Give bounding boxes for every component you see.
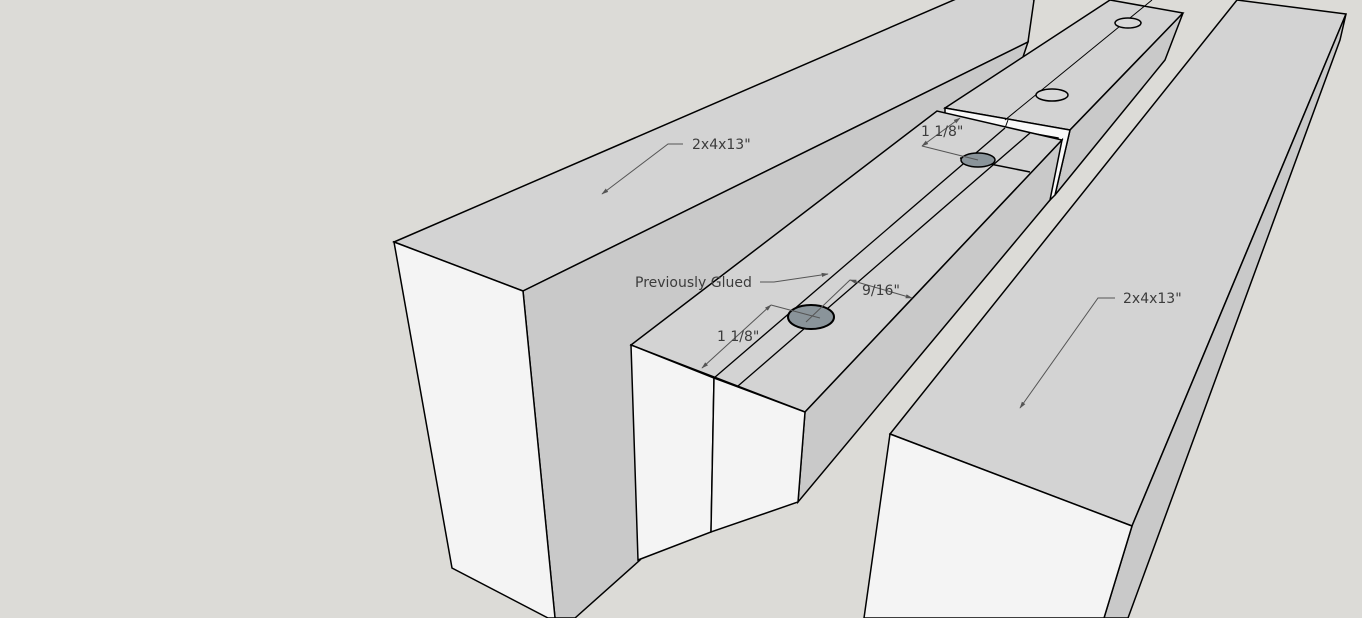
near-block-end-face-a: [630, 343, 715, 562]
dowel-hole-far-1: [1114, 17, 1142, 29]
left-board-label: 2x4x13": [692, 137, 751, 153]
right-board-label: 2x4x13": [1123, 291, 1182, 307]
dowel-hole-far-2: [1035, 88, 1069, 102]
left-board-end-face: [393, 240, 556, 618]
right-board-end-face: [863, 432, 1133, 618]
near-block-end-face-b: [710, 376, 806, 534]
annotations: [601, 117, 1115, 409]
dimension-offset: 9/16": [862, 283, 900, 299]
dimension-near-width: 1 1/8": [717, 329, 760, 345]
dimension-far-width: 1 1/8": [921, 124, 964, 140]
far-middle-block[interactable]: [943, 0, 1185, 203]
previously-glued-label: Previously Glued: [635, 275, 752, 291]
right-board[interactable]: [863, 0, 1348, 618]
